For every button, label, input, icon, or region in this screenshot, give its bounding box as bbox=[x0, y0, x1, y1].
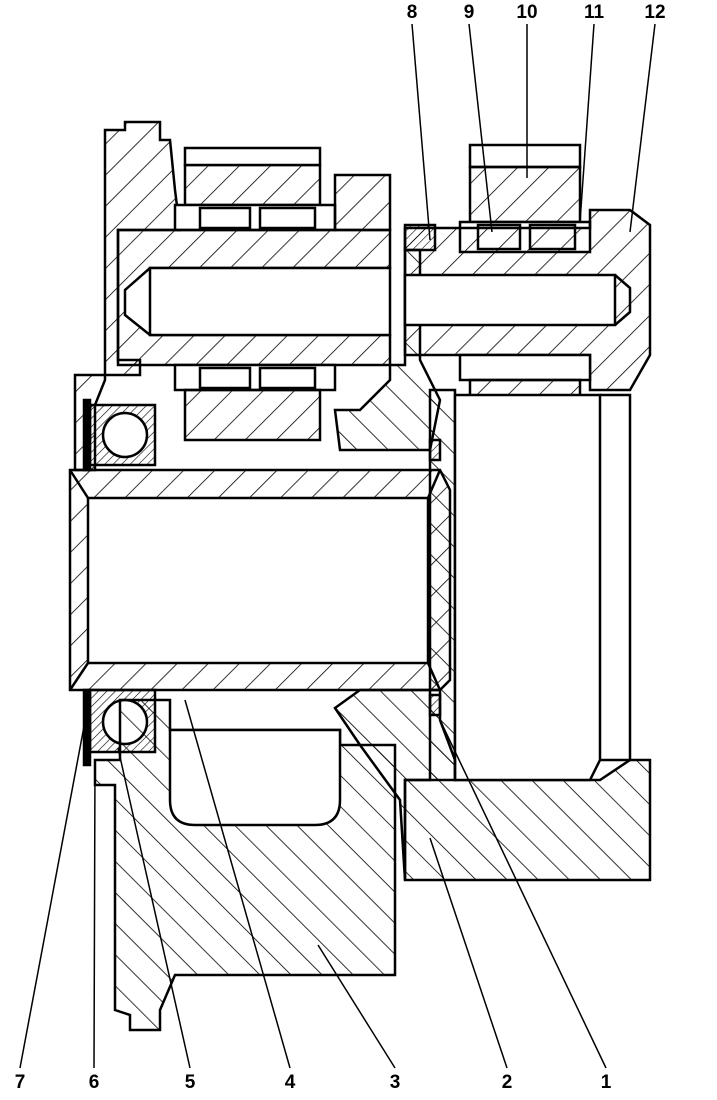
leader-11 bbox=[579, 23, 595, 223]
leader-9 bbox=[468, 23, 493, 233]
callout-6: 6 bbox=[88, 1072, 100, 1093]
callout-7: 7 bbox=[14, 1072, 26, 1093]
lower-right-needle bbox=[458, 353, 592, 382]
callout-3: 3 bbox=[389, 1072, 401, 1093]
lower-gear-left bbox=[183, 388, 322, 442]
callout-2: 2 bbox=[501, 1072, 513, 1093]
callout-12: 12 bbox=[644, 2, 666, 23]
shaft-12-bore bbox=[403, 273, 617, 327]
leader-2 bbox=[429, 837, 508, 1069]
housing-cavity bbox=[453, 393, 602, 782]
housing-3-pocket bbox=[168, 728, 342, 827]
gear-10 bbox=[468, 143, 582, 169]
callout-5: 5 bbox=[184, 1072, 196, 1093]
callout-9: 9 bbox=[463, 2, 475, 23]
leader-5 bbox=[117, 747, 191, 1069]
leader-6 bbox=[93, 761, 96, 1069]
upper-shaft-bore-left bbox=[148, 266, 392, 337]
leader-lines bbox=[19, 23, 656, 1069]
leader-12 bbox=[629, 23, 656, 233]
callout-4: 4 bbox=[284, 1072, 296, 1093]
hollow-shaft-bore bbox=[86, 496, 430, 665]
callout-11: 11 bbox=[583, 2, 605, 23]
leader-8 bbox=[411, 23, 431, 241]
upper-gear-left bbox=[183, 163, 322, 207]
retaining-ring-7 bbox=[82, 688, 92, 767]
flange-2 bbox=[333, 688, 457, 881]
callout-8: 8 bbox=[406, 2, 418, 23]
seal-1 bbox=[428, 693, 442, 717]
leader-3 bbox=[317, 944, 396, 1069]
callout-1: 1 bbox=[600, 1072, 612, 1093]
leader-4 bbox=[184, 699, 291, 1069]
leader-7 bbox=[19, 704, 89, 1069]
leader-1 bbox=[439, 719, 607, 1069]
callout-10: 10 bbox=[516, 2, 538, 23]
